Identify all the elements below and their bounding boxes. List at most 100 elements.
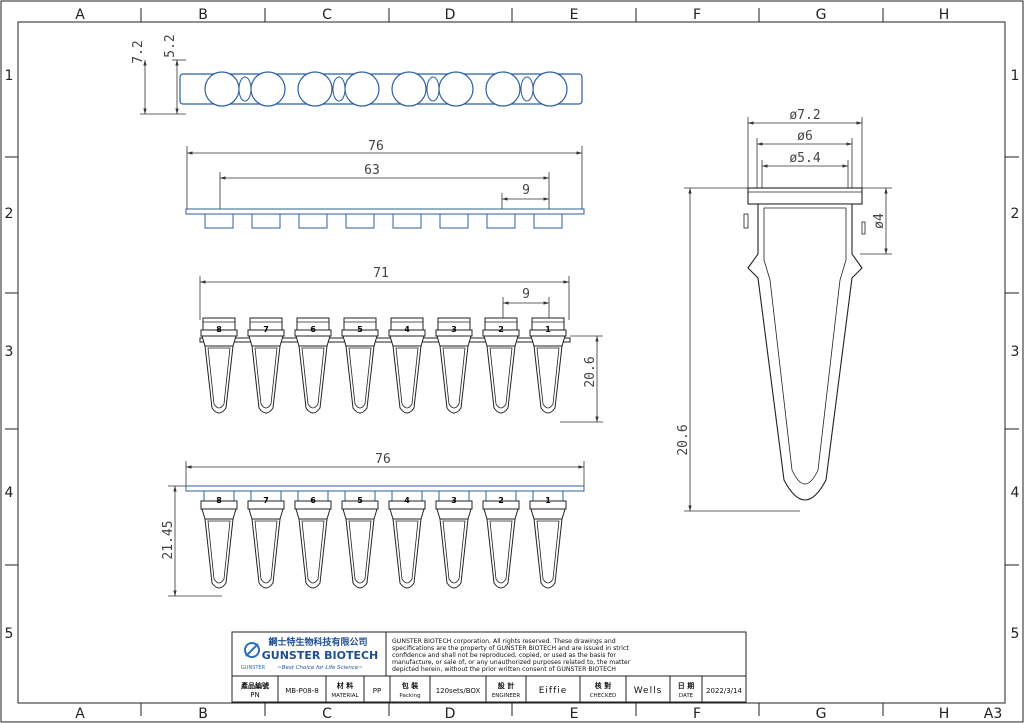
dim-label: ø5.4	[789, 151, 820, 166]
grid-row-label: 5	[5, 626, 14, 642]
dim-label: 7.2	[131, 40, 146, 63]
dim-label: ø6	[797, 129, 813, 144]
dim-label: 71	[373, 266, 389, 281]
confidentiality-notice: confidence and shall not be reproduced, …	[392, 652, 616, 659]
grid-row-label: 4	[1011, 485, 1020, 501]
dim-label: 20.6	[583, 356, 598, 387]
grid-col-label: G	[816, 706, 827, 722]
company-name-en: GUNSTER BIOTECH	[262, 649, 379, 662]
grid-col-label: E	[570, 706, 579, 722]
dim-label: 20.6	[676, 424, 691, 455]
grid-row-label: 2	[5, 206, 14, 222]
tube-number: 7	[263, 325, 269, 334]
dim-label: 63	[364, 163, 380, 178]
company-name-cn: 鋼士特生物科技有限公司	[267, 636, 367, 648]
grid-row-label: 4	[5, 485, 14, 501]
dimension-tube-detail	[684, 117, 892, 512]
dim-label: 9	[522, 183, 530, 198]
tube-number: 1	[545, 325, 551, 334]
grid-col-label: F	[693, 706, 701, 722]
grid-col-label: F	[693, 7, 701, 23]
grid-ticks	[5, 8, 1019, 716]
dim-label: ø7.2	[789, 108, 820, 123]
tube-number: 7	[263, 496, 269, 505]
dim-label: 21.45	[161, 520, 176, 559]
cap-strip-side-view	[185, 208, 585, 229]
assembly-view	[185, 485, 585, 589]
confidentiality-notice: specifications are the property of GUNST…	[392, 645, 629, 652]
grid-col-label: G	[816, 7, 827, 23]
cap-strip-top-view	[179, 71, 583, 107]
tube-number: 2	[498, 496, 504, 505]
tube-number: 6	[310, 496, 316, 505]
grid-col-label: C	[322, 706, 332, 722]
engineer-label-cn: 設 計	[498, 681, 514, 690]
grid-row-label: 1	[1011, 68, 1020, 84]
date-value: 2022/3/14	[706, 687, 742, 695]
grid-row-label: 2	[1011, 206, 1020, 222]
pn-value: MB-P08-8	[285, 687, 318, 695]
grid-col-label: A	[75, 706, 85, 722]
tube-detail-side-view	[743, 187, 866, 501]
grid-col-label: C	[322, 7, 332, 23]
grid-col-label: B	[198, 7, 208, 23]
grid-row-label: 1	[5, 68, 14, 84]
tube-number: 8	[216, 496, 222, 505]
date-label-en: DATE	[679, 693, 694, 699]
grid-col-label: E	[570, 7, 579, 23]
tube-number: 4	[404, 496, 410, 505]
dim-label: 76	[368, 139, 384, 154]
checked-label-cn: 核 對	[595, 681, 611, 690]
tube-number: 1	[545, 496, 551, 505]
engineer-label-en: ENGINEER	[492, 693, 521, 699]
checked-label-en: CHECKED	[590, 693, 617, 699]
company-logo: GUNSTER	[241, 642, 266, 671]
grid-col-label: B	[198, 706, 208, 722]
material-value: PP	[373, 687, 381, 695]
dim-label: 5.2	[163, 34, 178, 57]
date-label-cn: 日 期	[678, 681, 694, 690]
grid-row-label: 3	[1011, 344, 1020, 360]
dim-label: 9	[522, 287, 530, 302]
dim-label: 76	[375, 452, 391, 467]
logo-text: GUNSTER	[241, 665, 266, 671]
tube-number: 5	[357, 496, 363, 505]
dimension-cap-height	[140, 59, 186, 115]
tube-number: 3	[451, 496, 457, 505]
tube-number: 5	[357, 325, 363, 334]
pn-label-en: PN	[250, 691, 259, 699]
title-block	[231, 631, 747, 703]
grid-row-label: 5	[1011, 626, 1020, 642]
packing-label-cn: 包 裝	[402, 681, 419, 690]
dimension-tube-strip	[199, 276, 603, 423]
sheet-size-label: A3	[984, 706, 1002, 722]
grid-col-label: H	[939, 7, 950, 23]
company-slogan: ~Best Choice for Life Science~	[277, 665, 363, 671]
confidentiality-notice: GUNSTER BIOTECH corporation. All rights …	[392, 638, 616, 645]
confidentiality-notice: depicted herein, without the prior writt…	[392, 666, 616, 673]
dimension-strip-length	[186, 146, 583, 212]
tube-number: 4	[404, 325, 410, 334]
grid-col-label: D	[445, 706, 456, 722]
grid-col-label: H	[939, 706, 950, 722]
tube-number: 3	[451, 325, 457, 334]
tube-number: 2	[498, 325, 504, 334]
tube-number: 8	[216, 325, 222, 334]
grid-col-label: D	[445, 7, 456, 23]
tube-strip-front-view	[199, 317, 571, 414]
engineer-value: Eiffie	[539, 686, 568, 696]
confidentiality-notice: manufacture, or sale of, or any unauthor…	[392, 659, 631, 666]
dimension-assembly	[168, 461, 585, 597]
tube-number: 6	[310, 325, 316, 334]
packing-label-en: Packing	[399, 693, 420, 699]
grid-row-label: 3	[5, 344, 14, 360]
packing-value: 120sets/BOX	[436, 687, 481, 695]
material-label-en: MATERIAL	[331, 693, 359, 699]
dim-label: ø4	[872, 213, 887, 229]
grid-col-label: A	[75, 7, 85, 23]
pn-label-cn: 產品編號	[240, 681, 269, 690]
checked-value: Wells	[634, 686, 663, 696]
material-label-cn: 材 料	[336, 681, 353, 690]
